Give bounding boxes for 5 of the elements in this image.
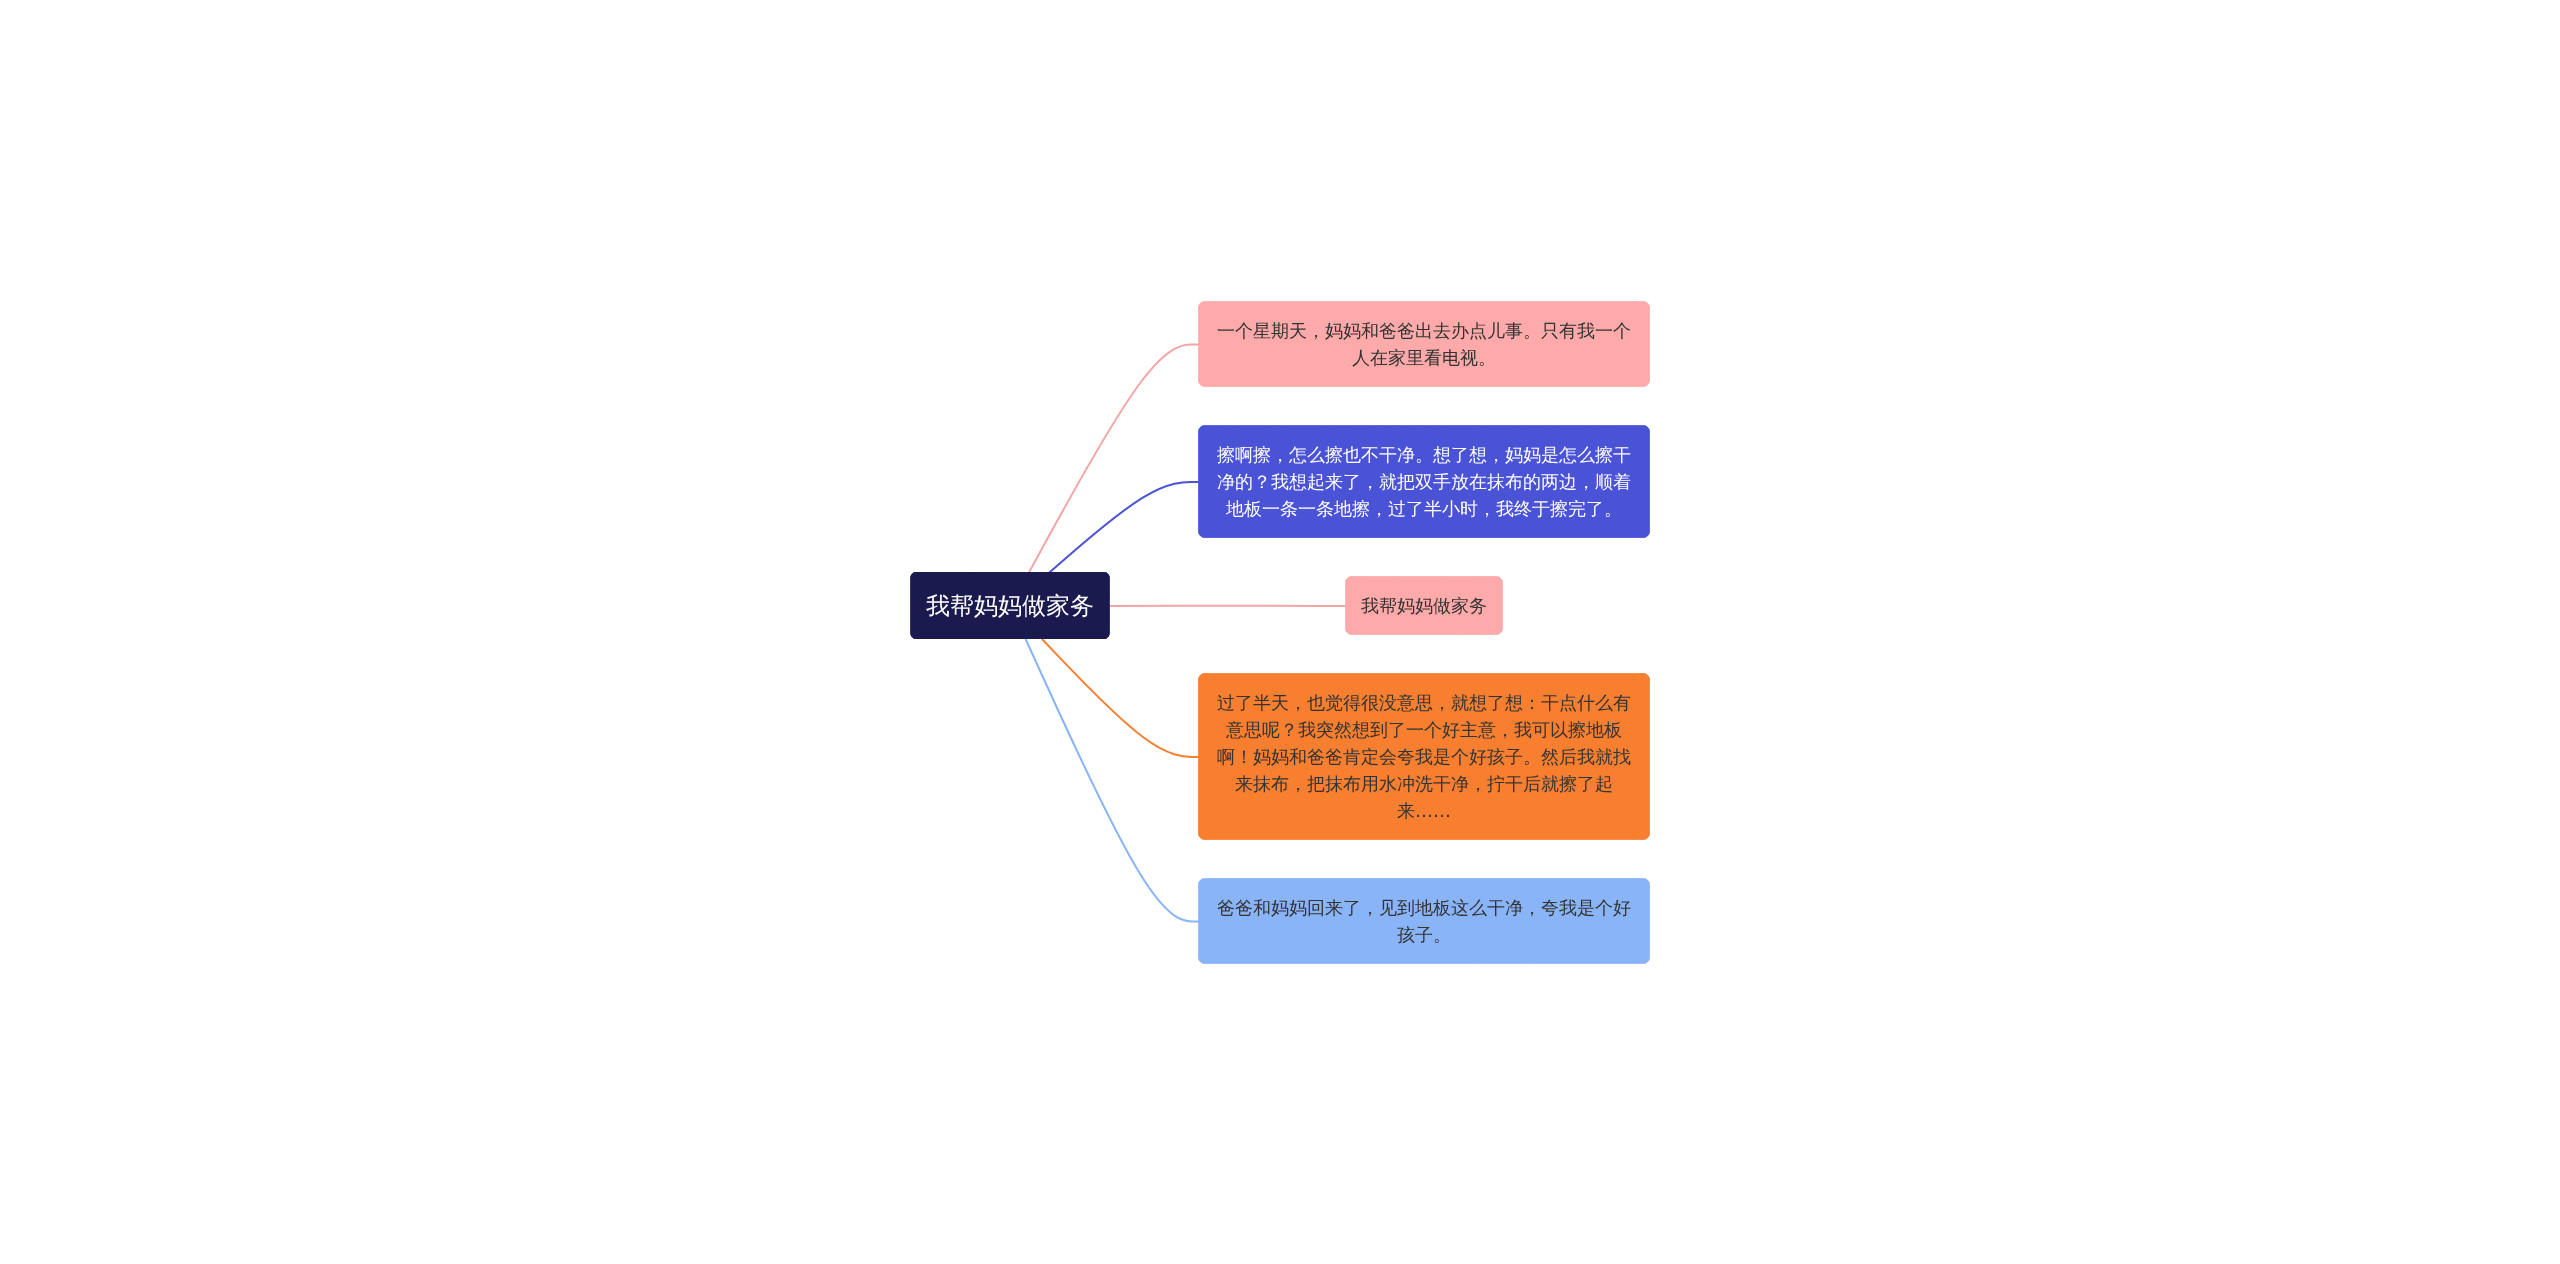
connector [1024, 637, 1201, 922]
connector [1047, 480, 1201, 574]
connector [1027, 342, 1201, 574]
connector [1040, 637, 1201, 758]
connector [1108, 604, 1348, 607]
